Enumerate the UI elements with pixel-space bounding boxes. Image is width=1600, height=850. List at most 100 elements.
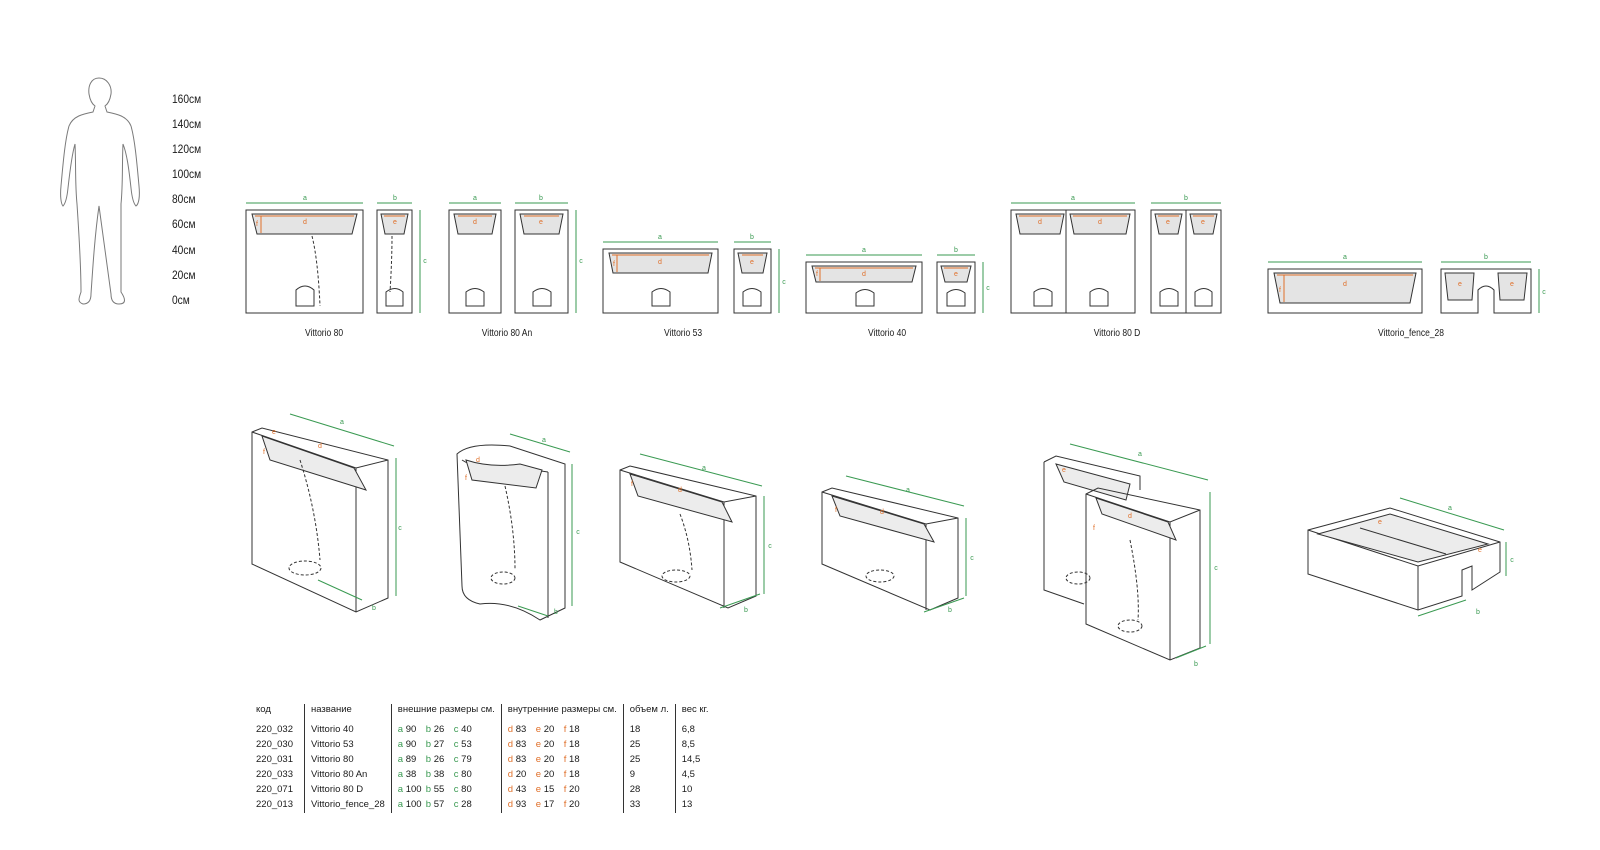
cell-value: 6,8 [681, 723, 695, 735]
dimension-letter: a [303, 195, 307, 202]
header-inner: внутренние размеры см. [500, 704, 624, 723]
dimension-letter: e [1166, 219, 1170, 226]
model-label-vittorio-fence-28: Vittorio_fence_28 [1377, 328, 1445, 339]
cell-value: 17 [543, 798, 555, 810]
cell-value: 90 [405, 723, 417, 735]
cell-value: 20 [543, 738, 555, 750]
dimension-letter: f [563, 783, 567, 795]
dimension-letter: b [744, 607, 748, 614]
dimension-letter: d [507, 783, 514, 795]
cell-value: 220_031 [256, 753, 293, 765]
dimension-letter: d [1098, 219, 1102, 226]
dimension-letter: a [397, 723, 404, 735]
dimension-letter: f [256, 221, 258, 228]
scale-label: 40см [172, 243, 196, 257]
model-label-vittorio-80: Vittorio 80 [304, 328, 344, 339]
dimension-letter: b [539, 195, 543, 202]
dimension-letter: c [1214, 565, 1218, 572]
vittorio-80-an-front-drawing [448, 209, 502, 314]
vittorio-53-side-drawing [733, 248, 772, 314]
dimension-letter: f [631, 481, 633, 488]
cell-value: Vittorio_fence_28 [311, 798, 385, 810]
cell-value: Vittorio 80 [311, 753, 354, 765]
dimension-letter: b [948, 607, 952, 614]
vittorio-80-d-side-drawing [1150, 209, 1222, 314]
cell-volume: 25 [622, 753, 676, 768]
dimension-letter: e [535, 753, 542, 765]
cell-value: 89 [405, 753, 417, 765]
cell-weight: 13 [674, 798, 718, 813]
dimension-letter: a [1343, 254, 1347, 261]
dimension-letter: c [453, 738, 459, 750]
dimension-letter: f [465, 475, 467, 482]
vittorio-40-front-drawing [805, 261, 923, 314]
dimension-letter: a [702, 465, 706, 472]
human-silhouette-icon [60, 77, 140, 305]
cell-value: 80 [461, 783, 472, 795]
dimension-letter: d [507, 738, 514, 750]
cell-code: 220_033 [256, 768, 305, 783]
scale-label: 60см [172, 217, 196, 231]
dimension-letter: b [425, 768, 432, 780]
dimension-letter: b [1484, 254, 1488, 261]
dimension-letter: b [750, 234, 754, 241]
cell-value: 83 [515, 723, 527, 735]
dimension-letter: c [1542, 289, 1546, 296]
cell-value: 220_013 [256, 798, 293, 810]
scale-label: 20см [172, 268, 196, 282]
cell-value: 18 [569, 753, 580, 765]
dimension-letter: b [425, 783, 432, 795]
dimension-letter: d [880, 509, 884, 516]
cell-value: 18 [569, 768, 580, 780]
dimension-letter: f [613, 261, 615, 268]
dimension-letter: e [535, 783, 542, 795]
dimension-letter: f [1093, 525, 1095, 532]
elevation-drawings: a b c d e f a b c d e a b c d e f a b c … [245, 195, 1546, 314]
dimension-letter: a [397, 738, 404, 750]
dimension-letter: e [535, 768, 542, 780]
cell-volume: 28 [622, 783, 676, 798]
cell-value: 4,5 [681, 768, 695, 780]
cell-value: 20 [543, 753, 555, 765]
cell-value: 20 [569, 798, 580, 810]
dimension-letter: f [816, 271, 818, 278]
header-code: код [256, 704, 271, 715]
dimension-letter: f [563, 798, 567, 810]
dimension-letter: e [535, 738, 542, 750]
table-header-row: код название внешние размеры см. внутрен… [256, 704, 718, 723]
dimension-letter: d [507, 723, 514, 735]
dimension-letter: b [554, 609, 558, 616]
cell-value: 14,5 [681, 753, 701, 765]
vittorio-80-d-front-drawing [1010, 209, 1136, 314]
dimension-letter: c [986, 285, 990, 292]
dimension-letter: e [1478, 547, 1482, 554]
cell-value: 38 [405, 768, 417, 780]
cell-code: 220_030 [256, 738, 305, 753]
cell-weight: 14,5 [674, 753, 718, 768]
scale-label: 120см [172, 142, 202, 156]
dimension-letter: b [425, 798, 432, 810]
cell-value: 28 [461, 798, 472, 810]
dimension-letter: b [393, 195, 397, 202]
dimension-letter: a [397, 753, 404, 765]
vittorio-80-front-drawing [245, 209, 364, 314]
dimension-letter: a [542, 437, 546, 444]
cell-value: 18 [569, 738, 580, 750]
cell-value: 220_032 [256, 723, 293, 735]
cell-value: 43 [515, 783, 527, 795]
dimension-letter: e [272, 429, 276, 436]
dimension-letter: c [453, 768, 459, 780]
cell-weight: 4,5 [674, 768, 718, 783]
vittorio-fence-28-front-drawing [1267, 268, 1423, 314]
dimension-letter: d [1038, 219, 1042, 226]
dimension-letter: d [507, 798, 514, 810]
cell-value: 18 [569, 723, 580, 735]
